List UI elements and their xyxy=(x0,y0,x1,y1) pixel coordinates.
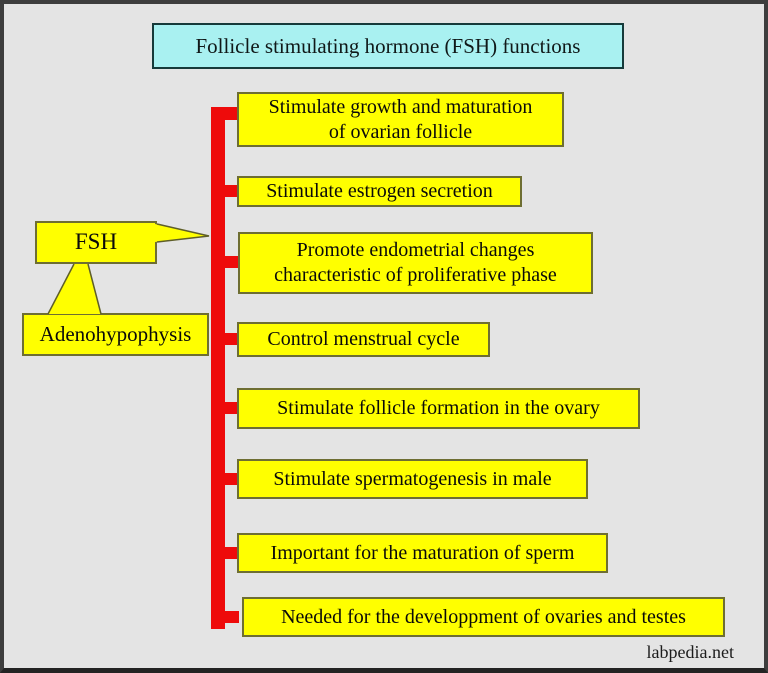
fsh-box: FSH xyxy=(35,221,157,264)
function-box-estrogen-secretion: Stimulate estrogen secretion xyxy=(237,176,522,207)
connector-stub-2 xyxy=(211,185,239,197)
connector-stub-5 xyxy=(211,402,239,414)
adenohypophysis-pointer-shape xyxy=(48,264,101,314)
function-text: Stimulate follicle formation in the ovar… xyxy=(277,397,600,419)
function-text: Promote endometrial changes xyxy=(296,239,535,261)
function-text: Stimulate estrogen secretion xyxy=(266,180,493,202)
fsh-pointer-shape xyxy=(155,224,209,242)
watermark-labpedia: labpedia.net xyxy=(646,642,734,662)
fsh-label: FSH xyxy=(74,229,118,255)
function-box-sperm-maturation: Important for the maturation of sperm xyxy=(237,533,608,573)
function-text: Stimulate growth and maturation xyxy=(268,95,533,118)
adenohypophysis-pointer-left-edge xyxy=(47,263,75,315)
function-box-growth-maturation: Stimulate growth and maturation of ovari… xyxy=(237,92,564,147)
function-box-endometrial-changes: Promote endometrial changes characterist… xyxy=(238,232,593,294)
adenohypophysis-pointer-right-edge xyxy=(87,263,102,315)
function-text: characteristic of proliferative phase xyxy=(274,264,557,286)
function-text: Stimulate spermatogenesis in male xyxy=(273,467,552,490)
function-text: Control menstrual cycle xyxy=(267,328,460,350)
connector-stub-4 xyxy=(211,333,239,345)
function-text: of ovarian follicle xyxy=(328,120,473,143)
connector-stub-3 xyxy=(211,256,239,268)
connector-stub-7 xyxy=(211,547,239,559)
connector-stub-8 xyxy=(211,611,239,623)
function-box-spermatogenesis: Stimulate spermatogenesis in male xyxy=(237,459,588,499)
connector-spine xyxy=(211,107,225,629)
function-box-development-ovaries-testes: Needed for the developpment of ovaries a… xyxy=(242,597,725,637)
function-text: Important for the maturation of sperm xyxy=(270,541,575,564)
adenohypophysis-box: Adenohypophysis xyxy=(22,313,209,356)
fsh-pointer-outline xyxy=(156,223,210,243)
adenohypophysis-label: Adenohypophysis xyxy=(39,322,192,347)
diagram-title-label: Follicle stimulating hormone (FSH) funct… xyxy=(195,33,581,58)
connector-stub-1 xyxy=(211,107,239,120)
function-box-menstrual-cycle: Control menstrual cycle xyxy=(237,322,490,357)
diagram-title: Follicle stimulating hormone (FSH) funct… xyxy=(152,23,624,69)
connector-stub-6 xyxy=(211,473,239,485)
function-box-follicle-formation: Stimulate follicle formation in the ovar… xyxy=(237,388,640,429)
function-text: Needed for the developpment of ovaries a… xyxy=(281,605,686,628)
